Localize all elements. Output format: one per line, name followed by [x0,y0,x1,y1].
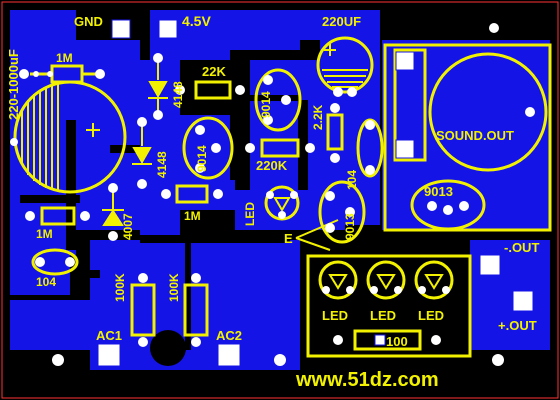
label-led-2: LED [370,308,396,323]
pad-out-neg [479,254,501,276]
label-22k: 22K [202,64,226,79]
label-104-left: 104 [36,275,56,289]
label-led-3: LED [418,308,444,323]
label-4148-a: 4148 [171,81,185,108]
label-220-1000uf: 220-1000uF [6,49,21,120]
label-220uf: 220UF [322,14,361,29]
label-104-right: 104 [345,170,359,190]
website-label: www.51dz.com [295,369,439,391]
label-100k-b: 100K [167,273,181,302]
label-9013-center: 9013 [343,213,357,240]
label-100k-a: 100K [113,273,127,302]
round-pads [10,23,535,366]
e-lines [295,219,339,251]
label-1m-low: 1M [36,227,53,241]
label-out-neg: -.OUT [504,240,539,255]
diode-symbols [102,60,168,226]
label-220k: 220K [256,158,288,173]
label-9014-b: 9014 [195,145,209,172]
label-r100: 100 [386,334,408,349]
pad-ac2 [217,343,241,367]
cap-220uf-hatch [322,69,368,88]
label-9013-right: 9013 [424,184,453,199]
pad-sound-1 [395,51,415,71]
cap-hatch [21,84,59,191]
label-ac1: AC1 [96,328,122,343]
label-ac2: AC2 [216,328,242,343]
trace-gaps [20,20,550,370]
label-1m-mid: 1M [184,209,201,223]
label-led-sensor: LED [243,202,257,226]
silk-labels: GND 4.5V 220UF 220-1000uF 1M 4148 4148 2… [6,13,539,391]
pads [97,19,534,367]
pad-out-pos [512,290,534,312]
label-sound-out: SOUND.OUT [436,128,514,143]
polarity-marks [86,44,336,137]
label-4007: 4007 [121,213,135,240]
pad-sound-2 [395,139,415,159]
pad-45v [158,19,178,39]
pad-ac1 [97,343,121,367]
label-led-1: LED [322,308,348,323]
label-9014-a: 9014 [259,91,273,118]
pad-gnd [111,19,131,39]
label-4148-b: 4148 [155,151,169,178]
led-symbols [273,197,444,290]
pad-r100 [374,334,386,346]
label-1m-top: 1M [56,51,73,65]
label-e: E [284,231,293,246]
label-4-5v: 4.5V [182,13,211,29]
label-out-pos: +.OUT [498,318,537,333]
silkscreen [13,36,552,358]
label-gnd: GND [74,14,103,29]
label-2-2k: 2.2K [311,104,325,130]
